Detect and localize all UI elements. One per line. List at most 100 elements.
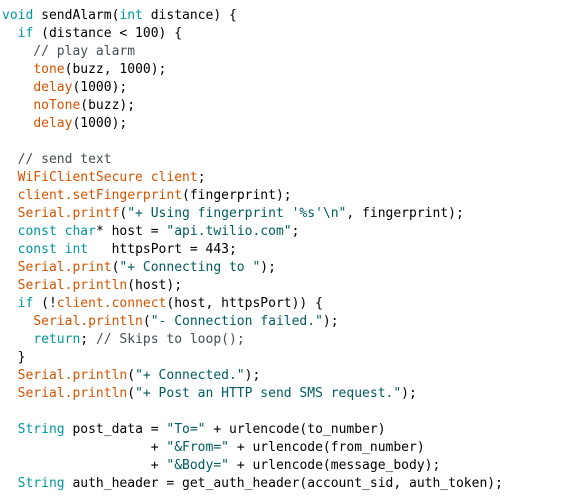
code-line[interactable]: return; // Skips to loop();	[2, 331, 568, 349]
code-token-text: ;	[291, 224, 300, 239]
code-token-fn: WiFiClientSecure	[17, 170, 143, 185]
code-line[interactable]: Serial.println(host);	[2, 277, 568, 295]
code-line[interactable]: + "&Body=" + urlencode(message_body);	[2, 457, 568, 475]
code-token-text	[2, 476, 18, 491]
code-token-cm: // send text	[2, 152, 112, 167]
code-token-fn: Serial.println	[33, 314, 143, 329]
code-line[interactable]: const int httpsPort = 443;	[2, 241, 568, 259]
code-token-fn: client.connect	[56, 296, 167, 311]
code-token-kw: int	[119, 8, 143, 23]
code-token-text: + urlencode(from_number)	[229, 440, 425, 455]
code-token-kw: String	[17, 476, 65, 491]
code-token-cm: // Skips to loop();	[95, 332, 245, 347]
code-token-fn: client	[150, 170, 198, 185]
code-line[interactable]: noTone(buzz);	[2, 97, 568, 115]
code-token-str: "+ Post an HTTP send SMS request."	[135, 386, 402, 401]
code-token-fn: delay	[33, 116, 73, 131]
code-token-text: post_data =	[64, 422, 167, 437]
code-token-text: (buzz, 1000);	[64, 62, 167, 77]
code-token-text: (distance < 100) {	[33, 26, 183, 41]
code-line[interactable]: if (!client.connect(host, httpsPort)) {	[2, 295, 568, 313]
code-line[interactable]: void sendAlarm(int distance) {	[2, 7, 568, 25]
code-token-text: httpsPort = 443;	[88, 242, 237, 257]
code-token-kw: char	[64, 224, 96, 239]
code-token-text	[2, 98, 33, 113]
code-line[interactable]: // send text	[2, 151, 568, 169]
code-token-text: auth_header = get_auth_header(account_si…	[64, 476, 503, 491]
code-token-text: distance) {	[142, 8, 237, 23]
code-token-fn: Serial.printf	[17, 206, 120, 221]
code-token-text: + urlencode(message_body);	[229, 458, 441, 473]
code-line[interactable]	[2, 403, 568, 421]
code-line[interactable]: tone(buzz, 1000);	[2, 61, 568, 79]
code-token-str: "api.twilio.com"	[166, 224, 292, 239]
code-token-text	[2, 242, 18, 257]
code-token-kw: return	[33, 332, 81, 347]
code-token-str: "- Connection failed."	[150, 314, 323, 329]
code-line[interactable]: + "&From=" + urlencode(from_number)	[2, 439, 568, 457]
code-line[interactable]: delay(1000);	[2, 79, 568, 97]
code-line[interactable]: const char* host = "api.twilio.com";	[2, 223, 568, 241]
code-token-text: (	[127, 386, 136, 401]
code-token-text	[2, 368, 18, 383]
code-token-str: "To="	[166, 422, 206, 437]
code-token-text	[2, 188, 18, 203]
code-token-text	[2, 260, 18, 275]
code-line[interactable]: String auth_header = get_auth_header(acc…	[2, 475, 568, 493]
code-token-text: (host, httpsPort)) {	[166, 296, 323, 311]
code-token-fn: Serial.print	[17, 260, 112, 275]
code-line[interactable]	[2, 133, 568, 151]
code-token-text	[2, 422, 18, 437]
code-token-text	[57, 224, 65, 239]
code-token-text: sendAlarm(	[33, 8, 120, 23]
code-editor[interactable]: void sendAlarm(int distance) { if (dista…	[2, 7, 568, 493]
code-token-text	[2, 278, 18, 293]
code-token-text: );	[401, 386, 417, 401]
code-token-text: (1000);	[72, 116, 128, 131]
code-token-text	[2, 26, 18, 41]
code-token-kw: void	[2, 8, 34, 23]
code-token-text	[2, 170, 18, 185]
code-token-text	[2, 206, 18, 221]
code-line[interactable]: Serial.println("- Connection failed.");	[2, 313, 568, 331]
code-token-str: "+ Using fingerprint '%s'\n"	[127, 206, 347, 221]
code-token-text: (host);	[127, 278, 183, 293]
code-token-text: (!	[33, 296, 57, 311]
code-token-text: +	[2, 440, 167, 455]
code-token-text	[2, 332, 33, 347]
code-token-text: (	[111, 260, 120, 275]
code-token-text: );	[244, 368, 261, 383]
code-line[interactable]: Serial.println("+ Post an HTTP send SMS …	[2, 385, 568, 403]
code-token-text	[2, 386, 18, 401]
code-token-text	[57, 242, 65, 257]
code-token-fn: Serial.println	[17, 386, 128, 401]
code-token-text	[2, 116, 33, 131]
code-token-kw: int	[64, 242, 89, 257]
code-token-text	[143, 170, 151, 185]
code-line[interactable]: Serial.print("+ Connecting to ");	[2, 259, 568, 277]
code-token-text: + urlencode(to_number)	[205, 422, 386, 437]
code-token-str: "+ Connecting to "	[119, 260, 261, 275]
code-line[interactable]: delay(1000);	[2, 115, 568, 133]
code-line[interactable]: client.setFingerprint(fingerprint);	[2, 187, 568, 205]
code-token-fn: delay	[33, 80, 73, 95]
code-token-text	[2, 62, 33, 77]
code-token-kw: const	[17, 242, 57, 257]
code-line[interactable]: }	[2, 349, 568, 367]
code-line[interactable]: String post_data = "To=" + urlencode(to_…	[2, 421, 568, 439]
code-token-text	[2, 80, 33, 95]
code-token-fn: noTone	[33, 98, 81, 113]
code-token-kw: const	[17, 224, 57, 239]
code-token-text	[2, 224, 18, 239]
code-token-text: (	[127, 368, 136, 383]
code-token-kw: if	[17, 26, 34, 41]
code-line[interactable]: WiFiClientSecure client;	[2, 169, 568, 187]
code-line[interactable]: Serial.printf("+ Using fingerprint '%s'\…	[2, 205, 568, 223]
code-line[interactable]: if (distance < 100) {	[2, 25, 568, 43]
code-token-text: (	[142, 314, 151, 329]
code-token-fn: Serial.println	[17, 278, 128, 293]
code-line[interactable]: // play alarm	[2, 43, 568, 61]
code-token-text	[2, 314, 33, 329]
code-line[interactable]: Serial.println("+ Connected.");	[2, 367, 568, 385]
code-token-text: }	[2, 350, 26, 365]
